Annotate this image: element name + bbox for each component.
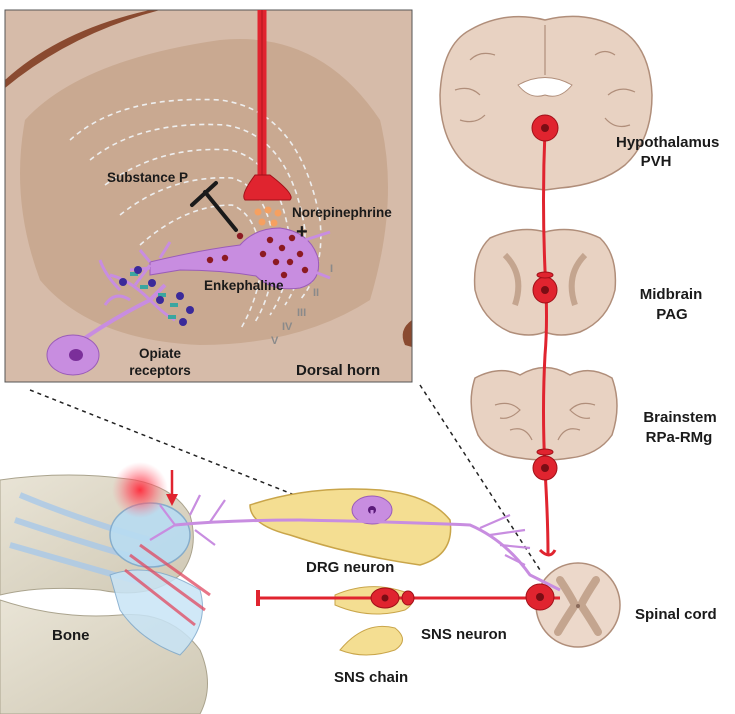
label-substance-p: Substance P bbox=[107, 170, 188, 185]
descending-axon-terminal bbox=[243, 10, 292, 201]
label-sns-neuron: SNS neuron bbox=[421, 626, 507, 643]
knee-joint-illustration bbox=[0, 462, 211, 714]
label-receptors: receptors bbox=[129, 363, 191, 378]
label-enkephaline: Enkephaline bbox=[204, 278, 284, 293]
spinal-cord-neuron bbox=[525, 583, 555, 611]
lamina-iii: III bbox=[297, 307, 306, 319]
lamina-ii: II bbox=[313, 287, 319, 299]
label-spinal-cord: Spinal cord bbox=[635, 606, 717, 623]
label-opiate: Opiate bbox=[139, 346, 182, 361]
label-brainstem: Brainstem bbox=[643, 409, 716, 426]
drg-sensory-axon bbox=[149, 494, 561, 592]
spinal-cord-section bbox=[535, 562, 621, 648]
label-dorsal-horn: Dorsal horn bbox=[296, 362, 380, 379]
enkephaline-vesicles bbox=[206, 232, 309, 279]
opioid-ligands bbox=[119, 266, 194, 326]
sns-neuron-efferent bbox=[256, 587, 560, 609]
label-sns-chain: SNS chain bbox=[334, 669, 408, 686]
inset-frame bbox=[4, 9, 413, 383]
lamina-v: V bbox=[271, 335, 279, 347]
label-midbrain: Midbrain bbox=[640, 286, 703, 303]
label-pag: PAG bbox=[656, 306, 687, 323]
inhibition-symbol bbox=[190, 181, 238, 232]
label-bone: Bone bbox=[52, 627, 90, 644]
excitation-symbol: + bbox=[296, 221, 308, 243]
label-norepinephrine: Norepinephrine bbox=[292, 205, 392, 220]
forebrain-coronal-section bbox=[439, 15, 653, 191]
opiate-receptors bbox=[130, 272, 178, 319]
label-drg-neuron: DRG neuron bbox=[306, 559, 394, 576]
laminae-numerals: I II III IV V bbox=[271, 263, 333, 347]
label-pvh: PVH bbox=[641, 153, 672, 170]
primary-afferent-neuron bbox=[46, 259, 176, 376]
label-hypothalamus: Hypothalamus bbox=[616, 134, 719, 151]
lamina-i: I bbox=[330, 263, 333, 275]
drg-ganglion bbox=[249, 488, 452, 566]
norepinephrine-vesicles bbox=[254, 206, 282, 227]
descending-pathway bbox=[531, 114, 559, 557]
label-rpa-rmg: RPa-RMg bbox=[646, 429, 713, 446]
lamina-iv: IV bbox=[282, 321, 293, 333]
